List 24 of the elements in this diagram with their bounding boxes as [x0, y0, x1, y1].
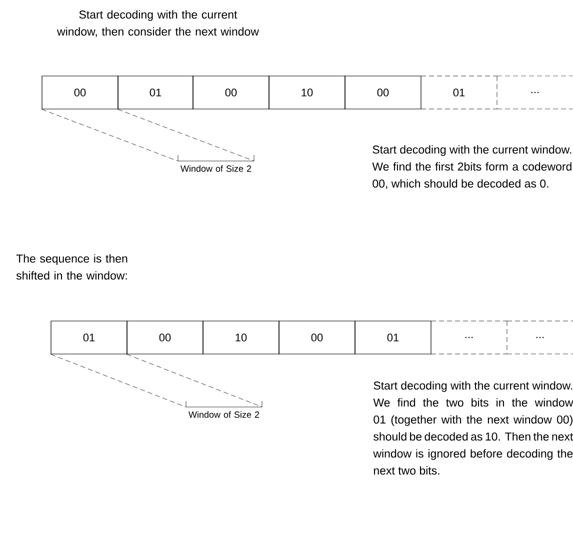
projection-line — [126, 354, 262, 408]
window-bracket: Window of Size 2 — [186, 400, 262, 418]
sequence-cell: 00 — [42, 76, 118, 110]
sequence-cell: 00 — [126, 320, 204, 354]
dashed-cell: ... — [430, 320, 508, 354]
title-text: Start decoding with the current window, then consider the next window — [57, 10, 259, 37]
description-text: Start decoding with the current window. We find the two bits in the window 01 (together with the next window 00) should be decoded as 10. Then the next window is ignored before decoding the next two bits. — [373, 381, 573, 475]
dashed-cell: ... — [506, 320, 573, 354]
sequence-cell: 00 — [344, 76, 422, 110]
projection-line — [50, 354, 186, 408]
sequence-cell: 10 — [268, 76, 346, 110]
dashed-cell: ... — [496, 76, 573, 110]
sequence-cell: 10 — [202, 320, 280, 354]
note-text: The sequence is then shifted in the window: — [16, 254, 128, 280]
projection-line — [118, 109, 254, 162]
sequence-cell: 01 — [118, 76, 194, 110]
window-bracket: Window of Size 2 — [178, 154, 254, 172]
projection-line — [42, 109, 178, 162]
sequence-cell: 00 — [278, 320, 356, 354]
sequence-cell: 00 — [192, 76, 270, 110]
sequence-cell: 01 — [354, 320, 432, 354]
dashed-cell: 01 — [420, 76, 498, 110]
sequence-cell: 01 — [50, 320, 128, 354]
description-text: Start decoding with the current window. We find the first 2bits form a codeword 00, which should be decoded as 0. — [372, 145, 572, 189]
